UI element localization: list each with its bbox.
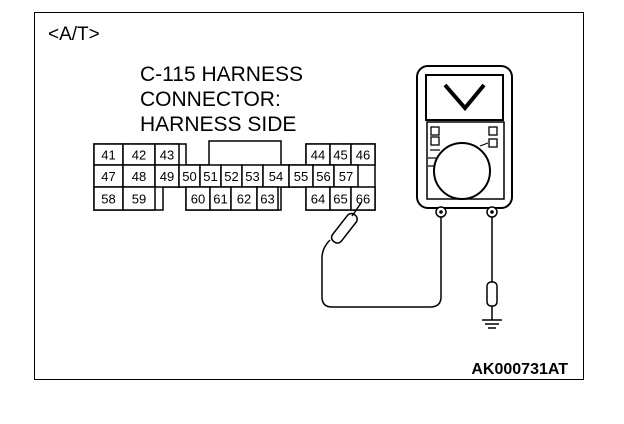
ground-lead [482, 217, 502, 329]
pin-label-65: 65 [333, 192, 347, 207]
pin-label-56: 56 [316, 169, 330, 184]
ground-symbol-icon [482, 319, 502, 329]
diagram-frame [34, 12, 584, 380]
connector-title: C-115 HARNESS CONNECTOR: HARNESS SIDE [140, 63, 303, 136]
test-lead-probe [321, 202, 442, 308]
connector-title-line-1: C-115 HARNESS [140, 63, 303, 86]
pin-label-41: 41 [101, 148, 115, 163]
pin-label-54: 54 [269, 169, 283, 184]
pin-label-64: 64 [311, 192, 325, 207]
multimeter-display [425, 74, 504, 121]
pin-label-63: 63 [260, 192, 274, 207]
button-icon [488, 126, 498, 136]
pin-label-53: 53 [245, 169, 259, 184]
pin-label-47: 47 [101, 169, 115, 184]
pin-label-60: 60 [191, 192, 205, 207]
rotary-dial-icon [433, 142, 491, 200]
pin-label-58: 58 [101, 192, 115, 207]
pin-cell-63 [256, 186, 279, 211]
connector-title-line-2: CONNECTOR: [140, 88, 281, 111]
pin-cell-46 [350, 143, 376, 166]
button-icon [430, 136, 440, 146]
button-icon [430, 126, 440, 136]
pin-label-61: 61 [213, 192, 227, 207]
voltage-symbol-icon [443, 83, 486, 112]
pin-label-46: 46 [356, 148, 370, 163]
pin-label-55: 55 [294, 169, 308, 184]
figure-code: AK000731AT [471, 361, 568, 378]
variant-label: <A/T> [48, 24, 100, 45]
pin-label-50: 50 [182, 169, 196, 184]
connector-title-line-3: HARNESS SIDE [140, 113, 296, 136]
pin-label-62: 62 [237, 192, 251, 207]
probe-handle-icon [330, 212, 358, 244]
pin-label-43: 43 [160, 148, 174, 163]
pin-label-59: 59 [132, 192, 146, 207]
pin-label-52: 52 [224, 169, 238, 184]
pin-cell-66 [350, 186, 376, 211]
pin-label-57: 57 [339, 169, 353, 184]
pin-label-44: 44 [311, 148, 325, 163]
probe-tip-icon [351, 202, 362, 217]
dial-scale-marks [428, 142, 489, 167]
ground-probe-icon [486, 281, 498, 307]
pin-label-42: 42 [132, 148, 146, 163]
pin-label-45: 45 [333, 148, 347, 163]
pin-label-66: 66 [356, 192, 370, 207]
button-icon [488, 138, 498, 148]
pin-label-48: 48 [132, 169, 146, 184]
pin-label-51: 51 [203, 169, 217, 184]
pin-label-49: 49 [160, 169, 174, 184]
multimeter [416, 65, 513, 218]
pin-cell-59 [122, 186, 156, 211]
